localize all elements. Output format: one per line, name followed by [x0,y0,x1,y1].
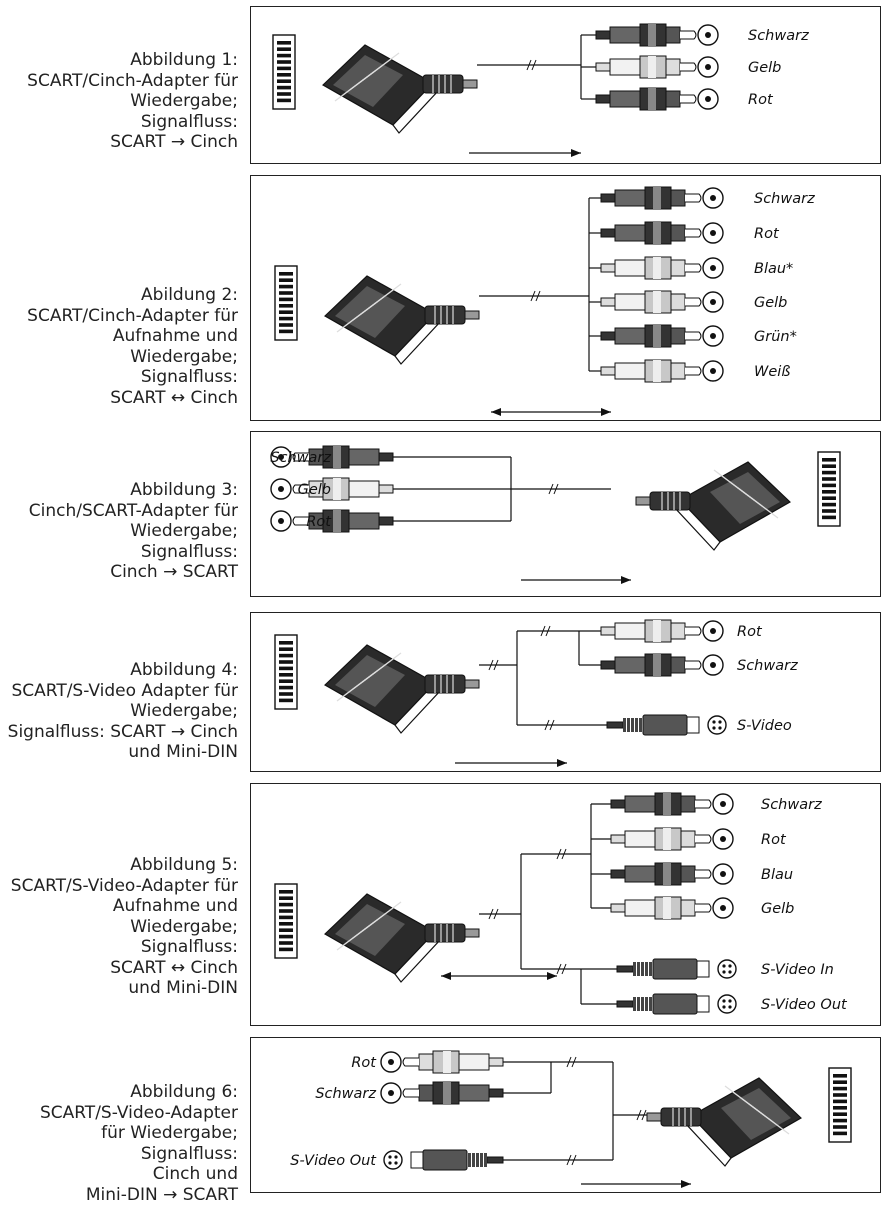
bidirectional-arrow [491,408,611,416]
scart-connector [635,451,841,551]
connector-label: Schwarz [270,450,331,466]
connector-label: S-Video Out [290,1153,377,1169]
rca-plug [595,23,719,47]
rca-plug [610,862,734,886]
connector-label: Schwarz [737,658,798,674]
scart-connector [274,634,480,734]
rca-plug [270,445,394,469]
connector-label: Grün* [754,329,797,345]
svideo-plug [616,958,737,980]
svideo-plug [616,993,737,1015]
connector-label: Rot [351,1055,377,1071]
scart-connector [274,265,480,365]
signal-arrow [581,1180,691,1188]
svideo-plug [383,1149,504,1171]
signal-arrow [521,576,631,584]
signal-arrow [455,759,567,767]
connector-label: Rot [737,624,763,640]
rca-plug [380,1081,504,1105]
rca-plug [600,653,724,677]
rca-plug [270,509,394,533]
connector-label: Gelb [754,295,787,311]
bidirectional-arrow [441,972,557,980]
rca-plug [610,792,734,816]
rca-plug [600,290,724,314]
connector-label: S-Video Out [761,997,848,1013]
connector-label: Gelb [748,60,781,76]
rca-plug [600,619,724,643]
rca-plug [595,55,719,79]
rca-plug [600,186,724,210]
rca-plug [600,359,724,383]
connector-label: Schwarz [315,1086,376,1102]
scart-connector [274,883,480,983]
rca-plug [600,256,724,280]
connector-label: Rot [754,226,780,242]
connector-label: Blau [761,867,793,883]
rca-plug [595,87,719,111]
connector-label: Schwarz [761,797,822,813]
rca-plug [270,477,394,501]
connector-label: Gelb [761,901,794,917]
rca-plug [380,1050,504,1074]
scart-connector [646,1067,852,1167]
connector-label: Schwarz [748,28,809,44]
figure-1-caption: Abbildung 1: SCART/Cinch-Adapter für Wie… [27,50,238,152]
rca-plug [610,827,734,851]
connector-label: Rot [306,514,332,530]
connector-label: Gelb [298,482,331,498]
connector-label: Rot [748,92,774,108]
rca-plug [600,324,724,348]
rca-plug [610,896,734,920]
connector-label: S-Video [737,718,792,734]
connector-label: S-Video In [761,962,834,978]
connector-label: Schwarz [754,191,815,207]
signal-arrow [469,149,581,157]
svideo-plug [606,714,727,736]
connector-label: Weiß [754,364,790,380]
connector-label: Rot [761,832,787,848]
rca-plug [600,221,724,245]
connector-label: Blau* [754,261,793,277]
scart-connector [272,34,478,134]
